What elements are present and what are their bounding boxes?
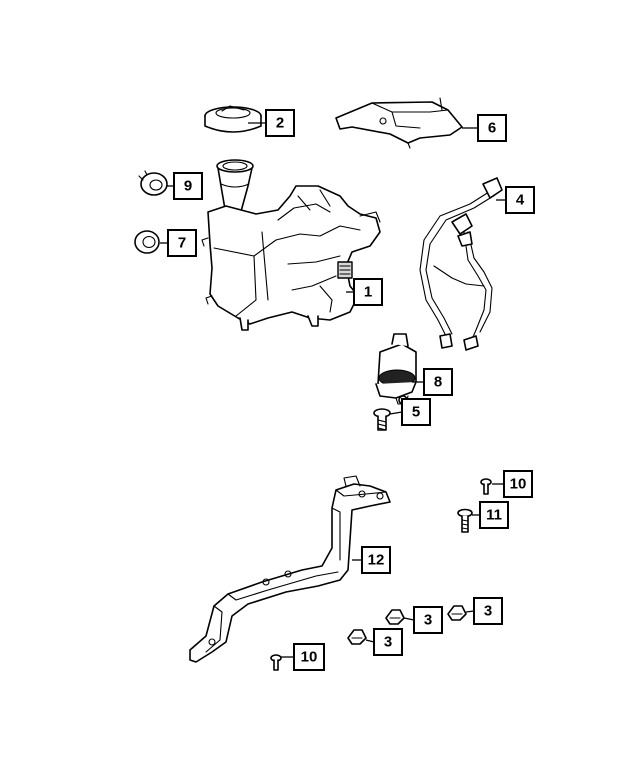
callout-4: 4: [505, 186, 535, 214]
callout-3-middle: 3: [413, 606, 443, 634]
callout-3-lower: 3: [373, 628, 403, 656]
washer-hose-assembly: [419, 177, 503, 351]
grommet-part-7: [134, 230, 160, 254]
callout-3-lower-label: 3: [384, 634, 392, 651]
callout-11-label: 11: [486, 507, 502, 524]
callout-9-label: 9: [184, 178, 192, 195]
leader-lines: [160, 122, 506, 658]
reservoir-support-bracket: [189, 475, 391, 663]
callout-12-label: 12: [368, 552, 385, 569]
callout-1: 1: [353, 278, 383, 306]
callout-5-label: 5: [412, 404, 420, 421]
callout-1-label: 1: [364, 284, 372, 301]
clip-nut-1: [385, 609, 405, 625]
mounting-bracket-plate: [335, 97, 463, 149]
callout-2-label: 2: [276, 115, 284, 132]
callout-12: 12: [361, 546, 391, 574]
callout-10-upper: 10: [503, 470, 533, 498]
callout-2: 2: [265, 109, 295, 137]
callout-11: 11: [479, 501, 509, 529]
callout-8-label: 8: [434, 374, 442, 391]
bolt-part-11: [457, 508, 473, 533]
callout-3-right-label: 3: [484, 603, 492, 620]
callout-5: 5: [401, 398, 431, 426]
callout-3-middle-label: 3: [424, 612, 432, 629]
callout-6-label: 6: [488, 120, 496, 137]
callout-10-lower-label: 10: [301, 649, 318, 666]
bolt-part-10-lower: [270, 654, 282, 671]
washer-pump: [375, 333, 417, 405]
pump-screw: [373, 408, 391, 431]
callout-8: 8: [423, 368, 453, 396]
clip-nut-3: [347, 629, 367, 645]
callout-9: 9: [173, 172, 203, 200]
washer-reservoir: [201, 159, 381, 331]
callout-10-lower: 10: [293, 643, 325, 671]
callout-7-label: 7: [178, 235, 186, 252]
callout-7: 7: [167, 229, 197, 257]
reservoir-cap: [204, 105, 262, 133]
callout-10-upper-label: 10: [510, 476, 527, 493]
callout-3-right: 3: [473, 597, 503, 625]
bolt-part-10-upper: [480, 478, 492, 495]
callout-4-label: 4: [516, 192, 525, 209]
callout-6: 6: [477, 114, 507, 142]
clip-nut-2: [447, 605, 467, 621]
grommet-part-9: [138, 170, 168, 196]
